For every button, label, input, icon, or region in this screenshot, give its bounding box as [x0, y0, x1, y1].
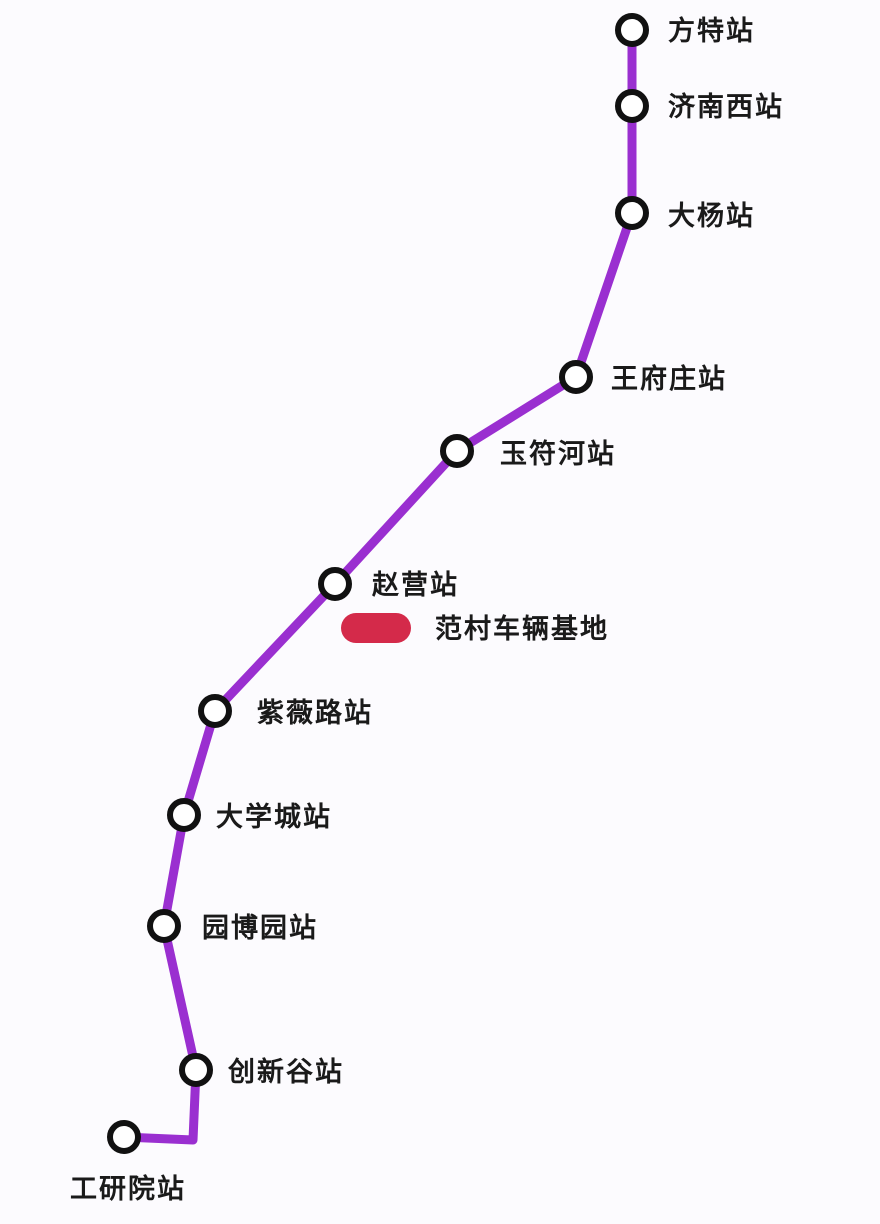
station-yufuhe[interactable]: 玉符河站 — [440, 434, 616, 470]
depot-label: 范村车辆基地 — [435, 613, 609, 645]
station-marker-icon — [318, 567, 352, 601]
station-jinan-west[interactable]: 济南西站 — [615, 89, 784, 123]
station-marker-icon — [615, 196, 649, 230]
station-label: 赵营站 — [371, 570, 459, 601]
station-label: 大学城站 — [216, 801, 332, 833]
station-zhaoying[interactable]: 赵营站 — [318, 567, 459, 601]
station-dayang[interactable]: 大杨站 — [615, 196, 755, 232]
depot-icon — [341, 613, 411, 643]
station-label: 创新谷站 — [227, 1056, 344, 1088]
station-marker-icon — [167, 798, 201, 832]
station-yuanboyuan[interactable]: 园博园站 — [147, 909, 318, 944]
station-fangte[interactable]: 方特站 — [615, 13, 755, 47]
station-label: 王府庄站 — [611, 363, 727, 395]
station-label: 大杨站 — [668, 201, 755, 232]
station-label: 紫薇路站 — [257, 697, 373, 729]
station-marker-icon — [107, 1120, 141, 1154]
station-marker-icon — [615, 89, 649, 123]
station-marker-icon — [559, 360, 593, 394]
station-label: 工研院站 — [70, 1173, 186, 1205]
station-label: 园博园站 — [202, 912, 318, 944]
station-label: 玉符河站 — [500, 438, 616, 470]
station-marker-icon — [179, 1053, 213, 1087]
station-wangfuzhuang[interactable]: 王府庄站 — [559, 360, 727, 395]
station-chuangxingu[interactable]: 创新谷站 — [179, 1053, 344, 1088]
station-label: 济南西站 — [668, 92, 784, 123]
station-label: 方特站 — [668, 15, 755, 47]
depot-marker[interactable]: 范村车辆基地 — [341, 613, 609, 645]
station-marker-icon — [198, 694, 232, 728]
station-marker-icon — [615, 13, 649, 47]
station-marker-icon — [147, 909, 181, 943]
station-gongyanyuan[interactable]: 工研院站 — [70, 1120, 186, 1205]
station-marker-icon — [440, 434, 474, 468]
station-daxuecheng[interactable]: 大学城站 — [167, 798, 332, 833]
stations-layer: 方特站济南西站大杨站王府庄站玉符河站赵营站紫薇路站大学城站园博园站创新谷站工研院… — [70, 13, 784, 1205]
station-ziweilu[interactable]: 紫薇路站 — [198, 694, 373, 729]
